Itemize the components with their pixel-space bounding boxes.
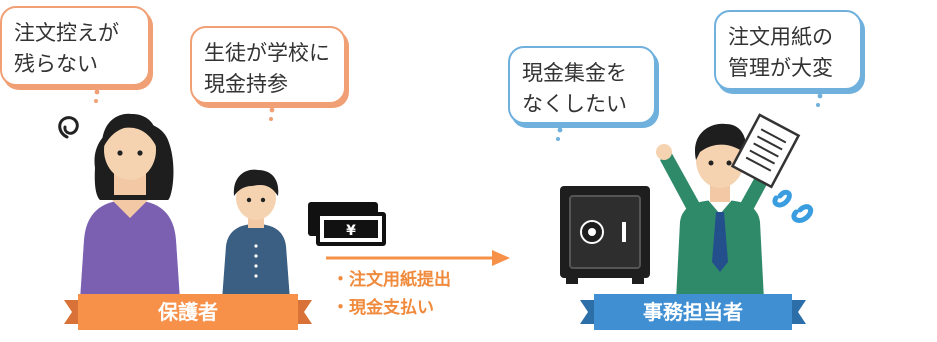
arrow-icon [326,250,510,266]
bubble-line: 管理が大変 [728,56,833,80]
sweat-icon [772,189,814,223]
safe-icon [560,186,650,284]
bubble-line: なくしたい [522,92,627,116]
bubble-line: 現金集金を [522,61,627,85]
speech-bubble-staff-1: 現金集金を なくしたい [508,46,656,124]
guardian-ribbon [64,294,312,330]
action-list: ・注文用紙提出 ・現金支払い [332,266,451,322]
guardian-label: 保護者 [158,300,218,324]
speech-bubble-parent-1: 注文控えが 残らない [0,6,150,86]
speech-bubble-staff-2: 注文用紙の 管理が大変 [714,10,862,90]
staff-ribbon [580,294,806,330]
child-figure [222,169,290,300]
bubble-tail-dots [94,89,823,141]
action-item: ・注文用紙提出 [332,270,451,290]
money-icon: ¥ [308,202,386,246]
action-item: ・現金支払い [332,298,434,318]
bubble-line: 現金持参 [204,72,288,96]
office-staff-label: 事務担当者 [643,300,743,324]
money-symbol: ¥ [346,223,356,239]
bubble-line: 注文控えが [14,21,119,45]
dizzy-icon [58,116,79,139]
bubble-line: 残らない [14,52,98,76]
bubble-line: 生徒が学校に [204,41,330,65]
bubble-line: 注文用紙の [728,25,833,49]
speech-bubble-parent-2: 生徒が学校に 現金持参 [190,26,346,104]
woman-figure [80,113,180,300]
document-icon [730,113,801,189]
